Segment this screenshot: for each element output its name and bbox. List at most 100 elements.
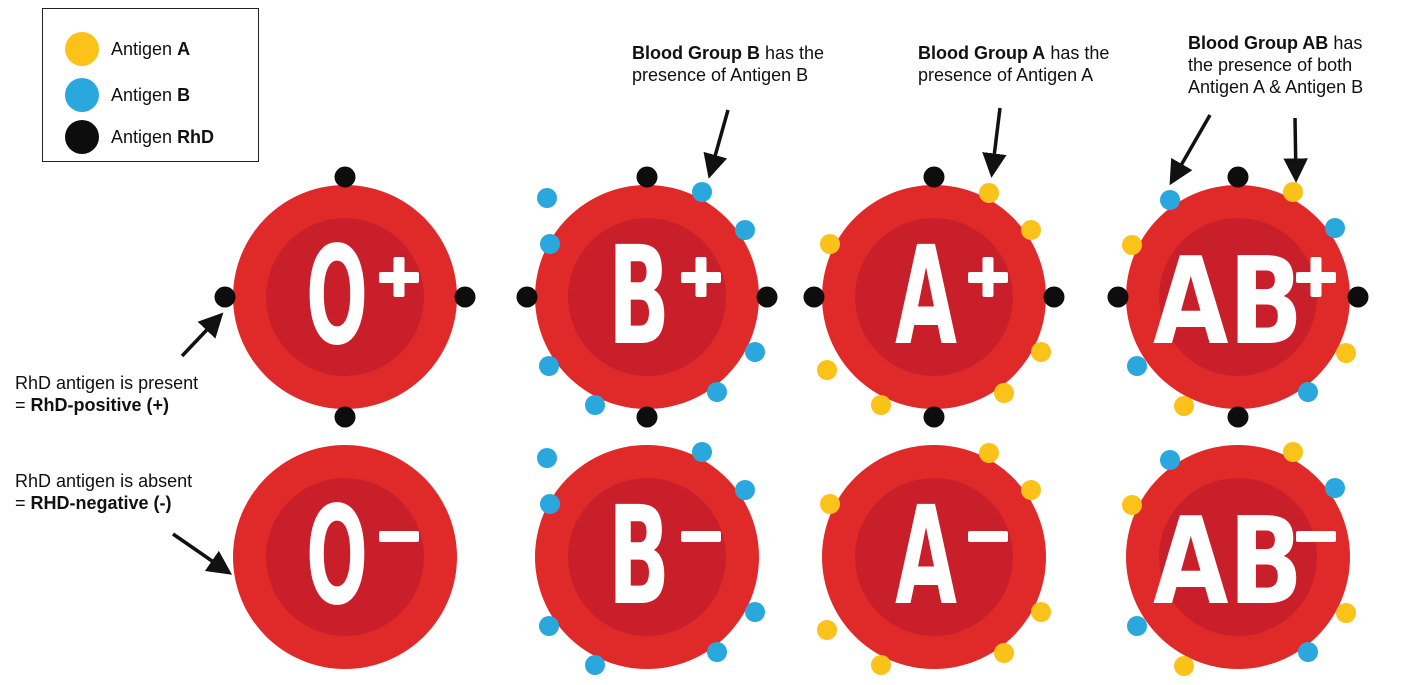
- antigen-dot: [1325, 478, 1345, 498]
- rhd-antigen-dot: [1043, 286, 1065, 308]
- antigen-dot: [1127, 356, 1147, 376]
- blood-type-label: A: [895, 218, 957, 376]
- blood-cell-a-neg: A: [817, 443, 1051, 675]
- antigen-dot: [585, 395, 605, 415]
- antigen-dot: [735, 220, 755, 240]
- black-dot-icon: [65, 120, 99, 154]
- antigen-dot: [585, 655, 605, 675]
- arrow-group-b: [703, 109, 730, 179]
- rhd-antigen-dot: [1347, 286, 1369, 308]
- legend-item-antigen-a: Antigen A: [65, 31, 190, 67]
- minus-sign: [1296, 531, 1336, 542]
- minus-sign: [379, 531, 419, 542]
- plus-sign-v: [393, 257, 405, 297]
- antigen-dot: [735, 480, 755, 500]
- antigen-dot: [537, 448, 557, 468]
- annotation-group-ab: Blood Group AB has the presence of both …: [1188, 33, 1364, 97]
- rhd-antigen-dot: [214, 286, 236, 308]
- antigen-dot: [820, 234, 840, 254]
- antigen-dot: [871, 655, 891, 675]
- minus-sign: [681, 531, 721, 542]
- blood-type-label: B: [608, 218, 670, 376]
- rhd-antigen-dot: [756, 286, 778, 308]
- plus-sign-v: [982, 257, 994, 297]
- antigen-dot: [1160, 190, 1180, 210]
- rhd-antigen-dot: [454, 286, 476, 308]
- rhd-antigen-dot: [334, 406, 356, 428]
- annotation-rhd-positive: RhD antigen is present = RhD-positive (+…: [15, 373, 199, 415]
- arrow-group-ab-left: [1169, 114, 1212, 186]
- blood-type-label: A: [895, 478, 957, 636]
- antigen-dot: [817, 360, 837, 380]
- legend-label-antigen-b: Antigen B: [111, 84, 191, 105]
- antigen-dot: [539, 616, 559, 636]
- antigen-dot: [1031, 602, 1051, 622]
- legend-label-antigen-a: Antigen A: [111, 38, 191, 59]
- arrows-layer: [172, 107, 1308, 575]
- antigen-dot: [1021, 480, 1041, 500]
- blood-type-label: AB: [1153, 233, 1303, 372]
- antigen-dot: [692, 182, 712, 202]
- yellow-dot-icon: [65, 32, 99, 66]
- blood-cell-b-pos: B: [516, 166, 778, 428]
- antigen-dot: [1127, 616, 1147, 636]
- blood-type-label: O: [306, 478, 368, 636]
- rhd-antigen-dot: [923, 406, 945, 428]
- legend-label-antigen-rhd: Antigen RhD: [111, 126, 215, 147]
- antigen-dot: [1122, 495, 1142, 515]
- rhd-antigen-dot: [1227, 166, 1249, 188]
- antigen-dot: [1174, 656, 1194, 676]
- annotation-rhd-negative: RhD antigen is absent = RHD-negative (-): [15, 471, 193, 513]
- arrow-rhd-positive: [180, 312, 224, 358]
- blood-cell-b-neg: B: [535, 442, 765, 675]
- antigen-dot: [1122, 235, 1142, 255]
- legend-item-antigen-b: Antigen B: [65, 77, 190, 113]
- antigen-dot: [540, 494, 560, 514]
- antigen-dot: [707, 382, 727, 402]
- antigen-dot: [1031, 342, 1051, 362]
- cell-core: [568, 478, 726, 636]
- cell-core: [266, 478, 424, 636]
- antigen-dot: [692, 442, 712, 462]
- antigen-dot: [871, 395, 891, 415]
- blood-cell-o-pos: O: [214, 166, 476, 428]
- cell-core: [855, 478, 1013, 636]
- legend-box: Antigen A Antigen B Antigen RhD: [42, 8, 259, 162]
- arrow-group-a: [982, 107, 1007, 178]
- blood-cell-ab-neg: AB: [1122, 442, 1356, 676]
- antigen-dot: [820, 494, 840, 514]
- antigen-dot: [1174, 396, 1194, 416]
- antigen-dot: [979, 443, 999, 463]
- cell-core: [855, 218, 1013, 376]
- antigen-dot: [745, 602, 765, 622]
- antigen-dot: [1160, 450, 1180, 470]
- legend-item-antigen-rhd: Antigen RhD: [65, 119, 214, 155]
- antigen-dot: [994, 643, 1014, 663]
- blood-cell-ab-pos: AB: [1107, 166, 1369, 428]
- antigen-dot: [1021, 220, 1041, 240]
- antigen-dot: [1325, 218, 1345, 238]
- plus-sign-v: [1310, 257, 1322, 297]
- antigen-dot: [540, 234, 560, 254]
- blood-type-label: B: [608, 478, 670, 636]
- annotation-group-a: Blood Group A has the presence of Antige…: [918, 43, 1110, 85]
- cell-core: [1159, 478, 1317, 636]
- blood-type-label: AB: [1153, 493, 1303, 632]
- antigen-dot: [745, 342, 765, 362]
- cell-core: [1159, 218, 1317, 376]
- antigen-dot: [994, 383, 1014, 403]
- rhd-antigen-dot: [1107, 286, 1129, 308]
- rhd-antigen-dot: [516, 286, 538, 308]
- rhd-antigen-dot: [636, 166, 658, 188]
- annotation-group-b: Blood Group B has the presence of Antige…: [632, 43, 825, 85]
- blood-cell-o-neg: O: [233, 445, 457, 669]
- rhd-antigen-dot: [334, 166, 356, 188]
- antigen-dot: [707, 642, 727, 662]
- antigen-dot: [979, 183, 999, 203]
- antigen-dot: [1283, 182, 1303, 202]
- arrow-rhd-negative: [172, 532, 233, 575]
- rhd-antigen-dot: [923, 166, 945, 188]
- blood-cell-a-pos: A: [803, 166, 1065, 428]
